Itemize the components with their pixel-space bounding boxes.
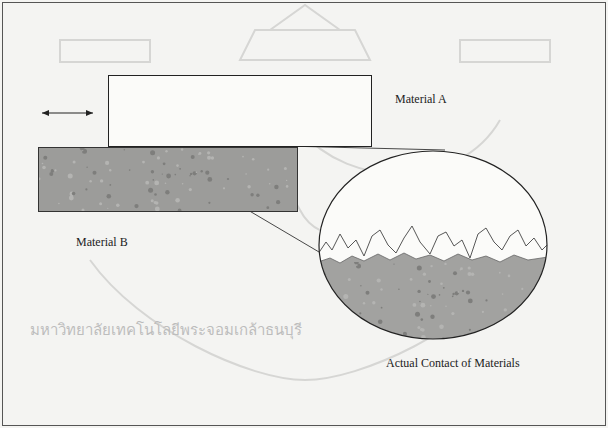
material-b-block: Material B [38,147,298,212]
motion-arrow [42,112,93,113]
grain-texture [39,148,297,211]
watermark-text: มหาวิทยาลัยเทคโนโลยีพระจอมเกล้าธนบุรี [30,318,302,342]
zoom-outline [318,150,548,340]
zoom-circle: Actual Contact of Materials [318,150,548,340]
material-a-block: Material A [108,75,372,147]
material-label: Material B [76,235,128,250]
material-label: Actual Contact of Materials [386,356,520,371]
material-label: Material A [395,92,447,107]
page-border [3,3,606,426]
